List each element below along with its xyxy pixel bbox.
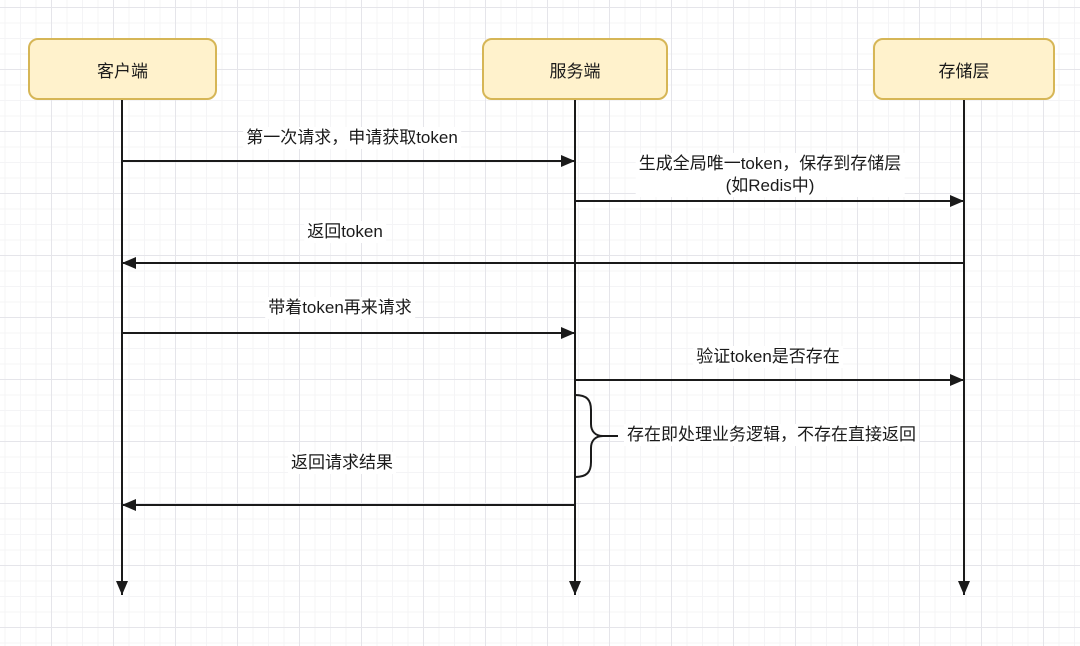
message-label-verify-token: 验证token是否存在 [693,346,843,368]
message-label-return-token: 返回token [304,221,386,243]
actor-label-client: 客户端 [97,61,148,81]
annotation-label: 存在即处理业务逻辑，不存在直接返回 [624,424,919,446]
actor-box-storage: 存储层 [873,38,1055,100]
message-label-save-token: 生成全局唯一token，保存到存储层 (如Redis中) [635,153,905,197]
actor-label-server: 服务端 [549,61,601,81]
actor-label-storage: 存储层 [938,61,990,81]
actor-box-client: 客户端 [28,38,217,100]
message-label-save-token-line1: 生成全局唯一token，保存到存储层 [638,154,902,173]
annotation-brace [574,394,604,478]
message-label-request-with-token: 带着token再来请求 [265,297,415,319]
message-label-save-token-line2: (如Redis中) [725,176,815,195]
message-label-return-result: 返回请求结果 [288,452,396,474]
actor-box-server: 服务端 [482,38,668,100]
message-label-request-token: 第一次请求，申请获取token [243,127,461,149]
